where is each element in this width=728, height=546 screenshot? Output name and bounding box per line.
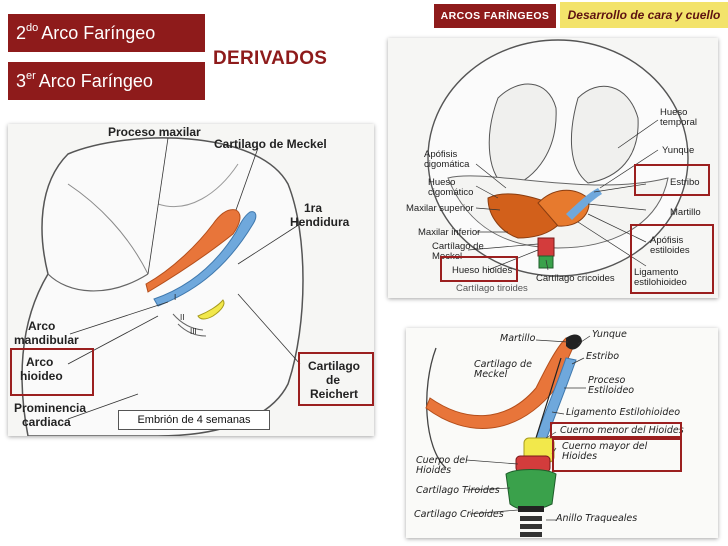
highlight-cuerno-menor — [550, 422, 682, 438]
topic-tag-desarrollo: Desarrollo de cara y cuello — [560, 2, 728, 28]
label-cartilago-cricoides: Cartílago cricoides — [536, 273, 615, 284]
label-estribo: Estribo — [586, 351, 620, 362]
label-arco-hioideo-1: Arco — [26, 355, 54, 369]
label-cartilago-tiroides: Cartílago tiroides — [456, 283, 528, 294]
arc-ordinal: er — [26, 70, 36, 82]
label-hendidura-1: 1ra — [304, 201, 323, 215]
label-hendidura-2: Hendidura — [290, 215, 350, 229]
label-martillo: Martillo — [670, 207, 701, 218]
label-proceso-estiloideo: Proceso Estiloideo — [588, 375, 635, 396]
arc-label: Arco Faríngeo — [38, 70, 153, 91]
label-maxilar-superior: Maxilar superior — [406, 203, 474, 214]
label-cartilago-meckel: Cartilago de Meckel — [474, 359, 532, 380]
highlight-hueso-hioides — [440, 256, 518, 282]
label-cuerpo-hioides: Cuerpo del Hioides — [416, 455, 468, 476]
arc-number: 2 — [16, 22, 27, 43]
label-arco-mandibular-2: mandibular — [14, 333, 79, 347]
label-apofisis-estiloides: Apófisis estiloides — [650, 235, 690, 256]
highlight-arco-hioideo — [10, 348, 94, 396]
label-maxilar-inferior: Maxilar inferior — [418, 227, 481, 238]
label-ligamento-estilohioideo: Ligamento Estilohioideo — [566, 407, 681, 418]
label-cartilago-tiroides: Cartilago Tiroides — [416, 485, 500, 496]
skull-drawing — [427, 39, 689, 277]
highlight-reichert — [298, 352, 374, 406]
highlight-cuerno-mayor — [552, 438, 682, 472]
label-prominencia-1: Prominencia — [14, 401, 87, 415]
label-cuerno-menor: Cuerno menor del Hioides — [560, 425, 684, 436]
larynx-drawing — [425, 334, 591, 537]
label-proceso-maxilar: Proceso maxilar — [108, 125, 201, 139]
label-hueso-temporal: Hueso temporal — [660, 107, 697, 128]
slide-title: DERIVADOS — [213, 48, 328, 69]
label-reichert-3: Reichert — [310, 387, 359, 401]
label-anillo-traqueales: Anillo Traqueales — [556, 513, 638, 524]
label-cartilago-cricoides: Cartilago Cricoides — [414, 509, 504, 520]
label-hueso-cigomatico: Hueso cigomático — [428, 177, 474, 198]
label-cartilago-meckel: Cartilago de Meckel — [214, 137, 327, 151]
highlight-apofisis-ligamento — [630, 224, 714, 294]
label-hueso-hioides: Hueso hioides — [452, 265, 513, 276]
label-arco-hioideo-2: hioideo — [20, 369, 63, 383]
label-reichert-2: de — [326, 373, 341, 387]
label-apofisis-cigomatica: Apófisis cigomática — [424, 149, 470, 170]
embryo-figure: Proceso maxilar Cartilago de Meckel 1ra … — [8, 124, 374, 436]
label-martillo: Martillo — [500, 333, 536, 344]
label-arco-mandibular-1: Arco — [28, 319, 56, 333]
label-yunque: Yunque — [592, 329, 627, 340]
label-estribo: Estribo — [670, 177, 700, 188]
label-roman-1: I — [174, 293, 177, 302]
highlight-estribo — [634, 164, 710, 196]
arc-number: 3 — [16, 70, 27, 91]
embryo-caption: Embrión de 4 semanas — [118, 410, 270, 430]
larynx-figure: Martillo Yunque Estribo Cartilago de Mec… — [406, 328, 718, 538]
section-tag-arcos-faringeos: ARCOS FARÍNGEOS — [434, 4, 556, 28]
label-reichert-1: Cartilago — [308, 359, 361, 373]
label-yunque: Yunque — [662, 145, 695, 156]
arc-ordinal: do — [26, 22, 39, 34]
label-roman-2: II — [180, 313, 185, 322]
label-roman-3: III — [190, 327, 197, 336]
label-ligamento: Ligamento estilohioideo — [634, 267, 687, 288]
label-cuerno-mayor: Cuerno mayor del Hioides — [562, 441, 648, 462]
label-prominencia-2: cardiaca — [22, 415, 71, 429]
arc-label: Arco Faríngeo — [41, 22, 156, 43]
skull-figure: Hueso temporal Yunque Estribo Martillo A… — [388, 38, 718, 298]
